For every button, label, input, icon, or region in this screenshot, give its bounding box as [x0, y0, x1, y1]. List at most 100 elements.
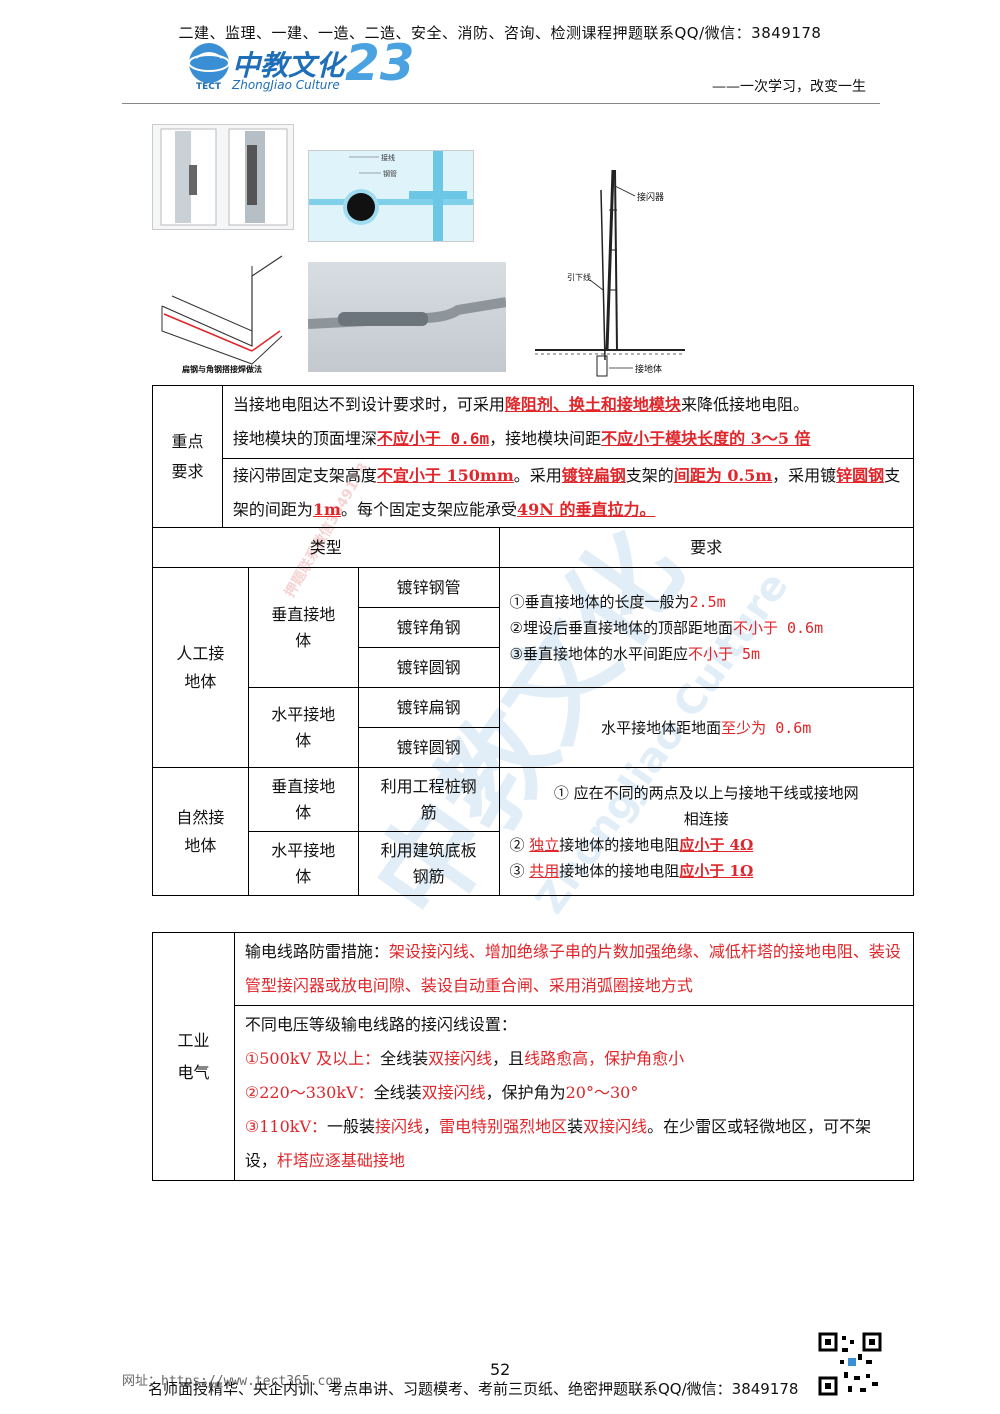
h-item-1: 镀锌扁钢 — [357, 687, 500, 728]
text: 不同电压等级输电线路的接闪线设置： — [244, 1015, 517, 1034]
v-item-1: 镀锌钢管 — [357, 567, 500, 608]
highlight: 1m — [312, 500, 341, 519]
highlight: 双接闪线 — [583, 1117, 648, 1136]
v-item-2: 镀锌角钢 — [357, 607, 500, 648]
highlight: 2.5m — [689, 592, 726, 611]
vertical-requirements: ①垂直接地体的长度一般为2.5m ②埋设后垂直接地体的顶部距地面不小于 0.6m… — [498, 567, 914, 688]
key-points-row-2: 接闪带固定支架高度不宜小于 150mm。采用镀锌扁钢支架的间距为 0.5m，采用… — [221, 458, 915, 528]
footer-url[interactable]: 网址：https://www.tect365.com — [122, 1374, 342, 1389]
logo-tect: TECT — [196, 82, 222, 92]
natural-horizontal-label: 水平接地 体 — [247, 831, 359, 896]
highlight: 49N 的垂直拉力。 — [517, 500, 656, 519]
v-item-3: 镀锌圆钢 — [357, 647, 500, 688]
natural-requirements: ① 应在不同的两点及以上与接地干线或接地网 相连接 ② 独立接地体的接地电阻应小… — [498, 767, 914, 896]
logo-globe-icon — [188, 43, 230, 83]
round-steel-photo — [307, 262, 507, 372]
highlight: 线路愈高，保护角愈小 — [524, 1049, 685, 1068]
text: 支架的间距为 — [232, 466, 901, 519]
text: ，保护角为 — [485, 1083, 566, 1102]
highlight: 应小于 1Ω — [679, 861, 754, 880]
highlight: 雷电特别强烈地区 — [439, 1117, 568, 1136]
label-air-terminal: 接闪器 — [637, 191, 664, 203]
logo-subtext: ZhongJiao Culture — [232, 78, 340, 92]
slogan: ——一次学习，改变一生 — [712, 79, 866, 95]
highlight: 架设接闪线、增加绝缘子串的片数加强绝缘、减低杆塔的接地电阻、装设管型接闪器或放电… — [244, 942, 901, 995]
highlight: 双接闪线 — [428, 1049, 493, 1068]
natural-horizontal-item: 利用建筑底板 钢筋 — [357, 831, 500, 896]
text: 接地体的接地电阻 — [559, 861, 680, 880]
header-type: 类型 — [152, 527, 500, 568]
pipe-label-2: 钢管 — [383, 169, 397, 178]
highlight: 不应小于 0.6m — [376, 429, 490, 448]
highlight: 锌圆钢 — [836, 466, 885, 485]
highlight: 接闪线 — [375, 1117, 424, 1136]
text: 支架的 — [625, 466, 674, 485]
highlight: 独立 — [529, 835, 560, 854]
flat-bar-photo — [152, 124, 294, 230]
footer-contact-line: 名师面授精华、央企内训、考点串讲、习题模考、考前三页纸、绝密押题联系QQ/微信：… — [148, 1380, 799, 1398]
highlight: 共用 — [529, 861, 560, 880]
grounding-table: 重点 要求 当接地电阻达不到设计要求时，可采用降阻剂、换土和接地模块来降低接地电… — [152, 385, 915, 896]
highlight: 镀锌扁钢 — [561, 466, 626, 485]
pipe-bonding-diagram: 接线 钢管 — [308, 150, 474, 242]
key-points-label: 重点 要求 — [152, 385, 223, 528]
text: ， — [423, 1117, 440, 1136]
highlight: 间距为 0.5m — [673, 466, 773, 485]
text: ②埋设后垂直接地体的顶部距地面 — [509, 618, 733, 637]
industrial-row-2: 不同电压等级输电线路的接闪线设置： ①500kV 及以上：全线装双接闪线，且线路… — [233, 1005, 915, 1181]
text: 接闪带固定支架高度 — [232, 466, 377, 485]
weld-caption: 扁钢与角钢搭接焊做法 — [182, 364, 262, 374]
text: ，且 — [492, 1049, 525, 1068]
highlight: 双接闪线 — [421, 1083, 486, 1102]
text: ①垂直接地体的长度一般为 — [509, 592, 690, 611]
header-contact-line: 二建、监理、一建、一造、二造、安全、消防、咨询、检测课程押题联系QQ/微信：38… — [178, 24, 822, 42]
angle-steel-weld-diagram: 扁钢与角钢搭接焊做法 — [152, 236, 292, 378]
artificial-ground-label: 人工接 地体 — [152, 567, 249, 768]
highlight: 不小于 5m — [687, 644, 761, 663]
natural-vertical-label: 垂直接地 体 — [247, 767, 359, 832]
industrial-row-1: 输电线路防雷措施：架设接闪线、增加绝缘子串的片数加强绝缘、减低杆塔的接地电阻、装… — [233, 932, 915, 1006]
text: ③ — [509, 861, 530, 880]
logo-anniversary: 23 — [345, 34, 415, 92]
horizontal-label: 水平接地 体 — [247, 687, 359, 768]
highlight: 20°～30° — [565, 1083, 639, 1102]
text: ，接地模块间距 — [489, 429, 602, 448]
key-points-row-1: 当接地电阻达不到设计要求时，可采用降阻剂、换土和接地模块来降低接地电阻。 接地模… — [221, 385, 915, 459]
highlight: 不应小于模块长度的 3～5 倍 — [601, 429, 811, 448]
text: 全线装 — [380, 1049, 429, 1068]
highlight: 不小于 0.6m — [732, 618, 824, 637]
header-requirement: 要求 — [498, 527, 914, 568]
page-number: 52 — [490, 1360, 511, 1379]
highlight: ②220～330kV： — [244, 1083, 374, 1102]
highlight: 降阻剂、换土和接地模块 — [504, 395, 681, 414]
text: ③垂直接地体的水平间距应 — [509, 644, 688, 663]
text: ① 应在不同的两点及以上与接地干线或接地网 相连接 — [553, 783, 859, 828]
h-item-2: 镀锌圆钢 — [357, 727, 500, 768]
industrial-table: 工业 电气 输电线路防雷措施：架设接闪线、增加绝缘子串的片数加强绝缘、减低杆塔的… — [152, 932, 915, 1181]
highlight: ①500kV 及以上： — [244, 1049, 381, 1068]
pipe-label-1: 接线 — [381, 153, 395, 162]
text: 输电线路防雷措施： — [244, 942, 389, 961]
text: 。在少雷区或轻微地区，可不架设， — [244, 1117, 872, 1170]
lightning-rod-diagram: 接闪器 引下线 接地体 — [535, 150, 685, 380]
highlight: 应小于 4Ω — [679, 835, 754, 854]
text: 水平接地体距地面 — [601, 719, 722, 737]
text: 一般装 — [327, 1117, 376, 1136]
text: 当接地电阻达不到设计要求时，可采用 — [232, 395, 505, 414]
text: 接地体的接地电阻 — [559, 835, 680, 854]
header-divider — [122, 103, 880, 104]
text: 装 — [567, 1117, 584, 1136]
text: 。每个固定支架应能承受 — [340, 500, 517, 519]
text: 接地模块的顶面埋深 — [232, 429, 377, 448]
qr-code-icon — [818, 1332, 882, 1396]
text: ② — [509, 835, 530, 854]
text: 。采用 — [513, 466, 562, 485]
highlight: 杆塔应逐基础接地 — [276, 1151, 405, 1170]
industrial-label: 工业 电气 — [152, 932, 235, 1181]
highlight: ③110kV： — [244, 1117, 328, 1136]
text: 来降低接地电阻。 — [680, 395, 809, 414]
horizontal-requirements: 水平接地体距地面至少为 0.6m — [498, 687, 914, 768]
natural-ground-label: 自然接 地体 — [152, 767, 249, 896]
label-ground-electrode: 接地体 — [635, 363, 662, 375]
highlight: 至少为 0.6m — [721, 719, 812, 737]
